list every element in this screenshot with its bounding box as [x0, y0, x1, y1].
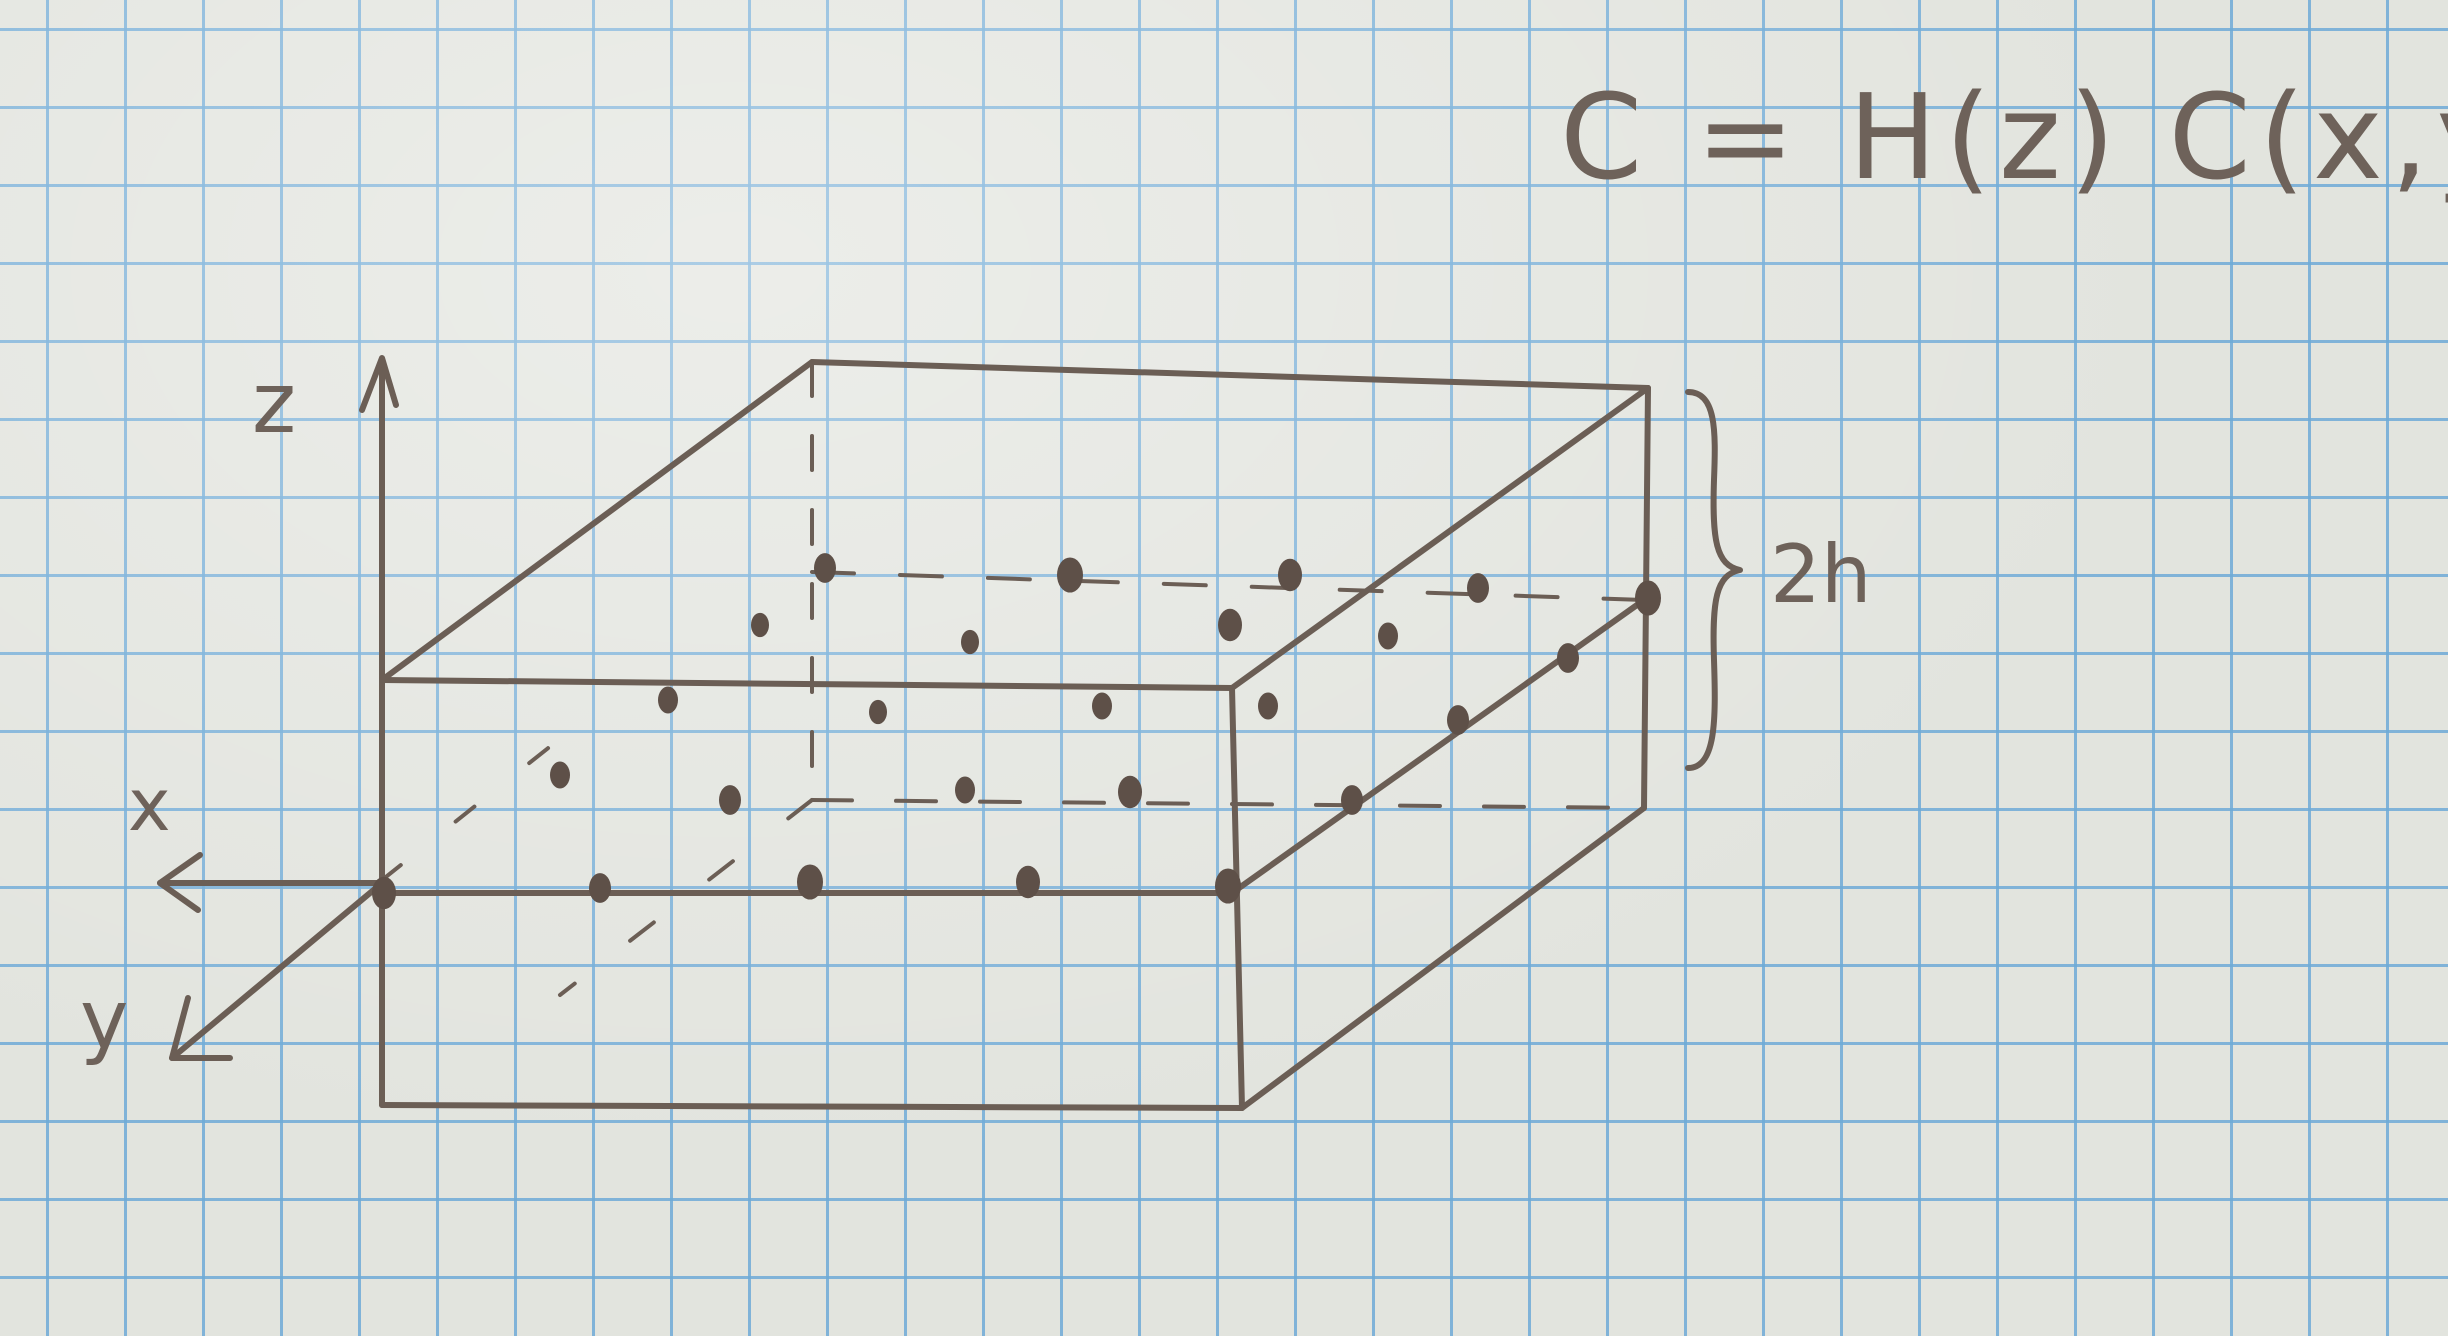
particle-dot	[1341, 785, 1363, 815]
particle-dot	[1215, 868, 1241, 904]
particle-dot	[1467, 573, 1489, 603]
particle-dot	[1057, 557, 1083, 593]
particle-dot	[1118, 775, 1142, 809]
thickness-label: 2h	[1770, 528, 1872, 621]
box-top-face	[379, 359, 1651, 691]
particle-dot	[1635, 580, 1661, 616]
particle-dot	[1557, 643, 1579, 673]
thickness-brace	[1685, 389, 1743, 771]
particle-dot	[1016, 865, 1040, 899]
particle-dots	[372, 553, 1661, 910]
particle-dot	[1378, 622, 1398, 650]
formula-text: C = H(z) C(x,y)	[1560, 68, 2448, 206]
particle-dot	[658, 686, 678, 714]
particle-dot	[814, 553, 836, 583]
particle-dot	[1447, 705, 1469, 735]
box-right-face	[1239, 385, 1651, 1111]
particle-dot	[955, 776, 975, 804]
particle-dot	[1258, 692, 1278, 720]
particle-dot	[751, 612, 769, 638]
hidden-edges	[380, 360, 1646, 997]
x-axis	[157, 852, 385, 913]
particle-dot	[372, 876, 396, 910]
particle-dot	[1218, 608, 1242, 642]
particle-dot	[550, 761, 570, 789]
y-axis-label: y	[80, 973, 129, 1068]
y-axis	[169, 880, 385, 1061]
particle-dot	[589, 873, 611, 903]
particle-dot	[869, 699, 887, 725]
particle-dot	[797, 864, 823, 900]
particle-dot	[1278, 558, 1302, 592]
z-axis-label: z	[252, 354, 296, 452]
particle-dot	[719, 785, 741, 815]
particle-dot	[1092, 692, 1112, 720]
particle-dot	[961, 629, 979, 655]
x-axis-label: x	[128, 763, 171, 847]
